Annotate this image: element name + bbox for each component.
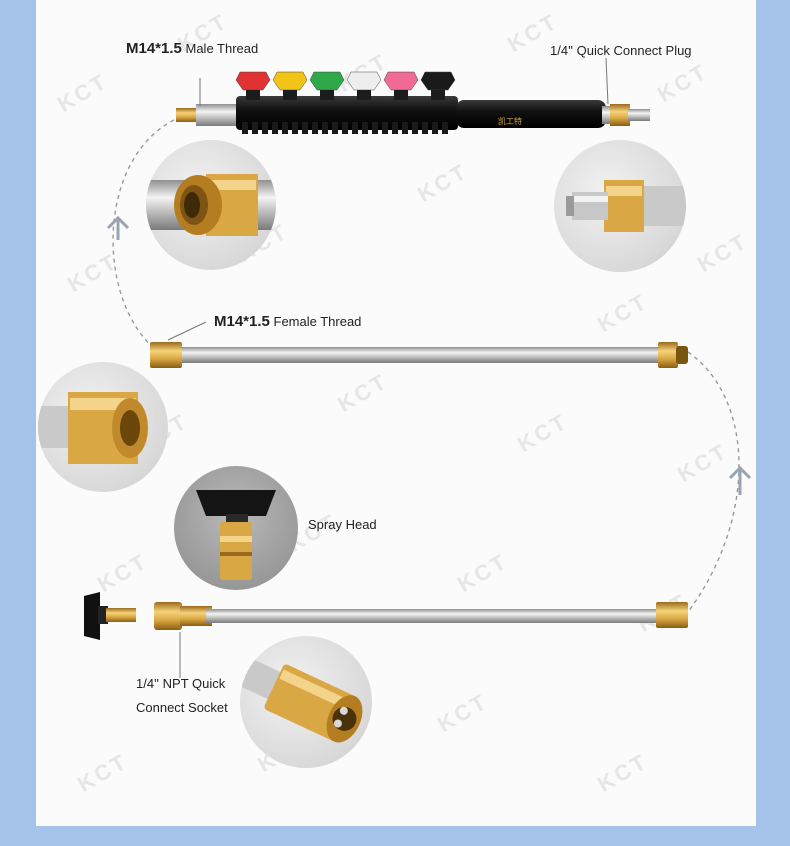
female-thread-text: Female Thread (273, 314, 362, 329)
nozzle-tip (383, 71, 419, 91)
nozzle-stem (283, 90, 297, 100)
male-thread-text: Male Thread (185, 41, 259, 56)
spray-head-closeup (174, 466, 298, 590)
nozzle-stem (320, 90, 334, 100)
nozzle-stem (246, 90, 260, 100)
nozzle-tip (420, 71, 456, 91)
quick-connect-plug-closeup (554, 140, 686, 272)
female-thread-closeup (38, 362, 168, 492)
svg-text:凯工特: 凯工特 (498, 116, 522, 126)
arrow-up-icon (728, 465, 752, 495)
nozzle-tip (309, 71, 345, 91)
spray-head-label: Spray Head (308, 517, 377, 532)
npt-socket-label-line1: 1/4'' NPT Quick (136, 676, 226, 691)
extension-rod-bottom (84, 592, 688, 640)
female-thread-label: M14*1.5 Female Thread (214, 313, 361, 330)
nozzle-stem (431, 90, 445, 100)
extension-rod-middle (150, 342, 688, 368)
product-illustration: 凯工特 (84, 57, 752, 678)
male-thread-closeup (146, 140, 276, 270)
nozzle-holder-wand: 凯工特 (176, 96, 650, 134)
nozzle-tips (235, 71, 456, 100)
connector-path (112, 119, 740, 613)
nozzle-stem (394, 90, 408, 100)
nozzle-tip (235, 71, 271, 91)
arrow-up-icon (106, 215, 130, 240)
nozzle-tip (346, 71, 382, 91)
nozzle-tip (272, 71, 308, 91)
female-thread-spec: M14*1.5 (214, 313, 270, 330)
npt-socket-closeup (240, 636, 372, 768)
npt-socket-label-line2: Connect Socket (136, 700, 228, 715)
male-thread-label: M14*1.5 Male Thread (126, 40, 258, 57)
quick-connect-plug-label: 1/4'' Quick Connect Plug (550, 43, 692, 58)
nozzle-stem (357, 90, 371, 100)
male-thread-spec: M14*1.5 (126, 40, 182, 57)
